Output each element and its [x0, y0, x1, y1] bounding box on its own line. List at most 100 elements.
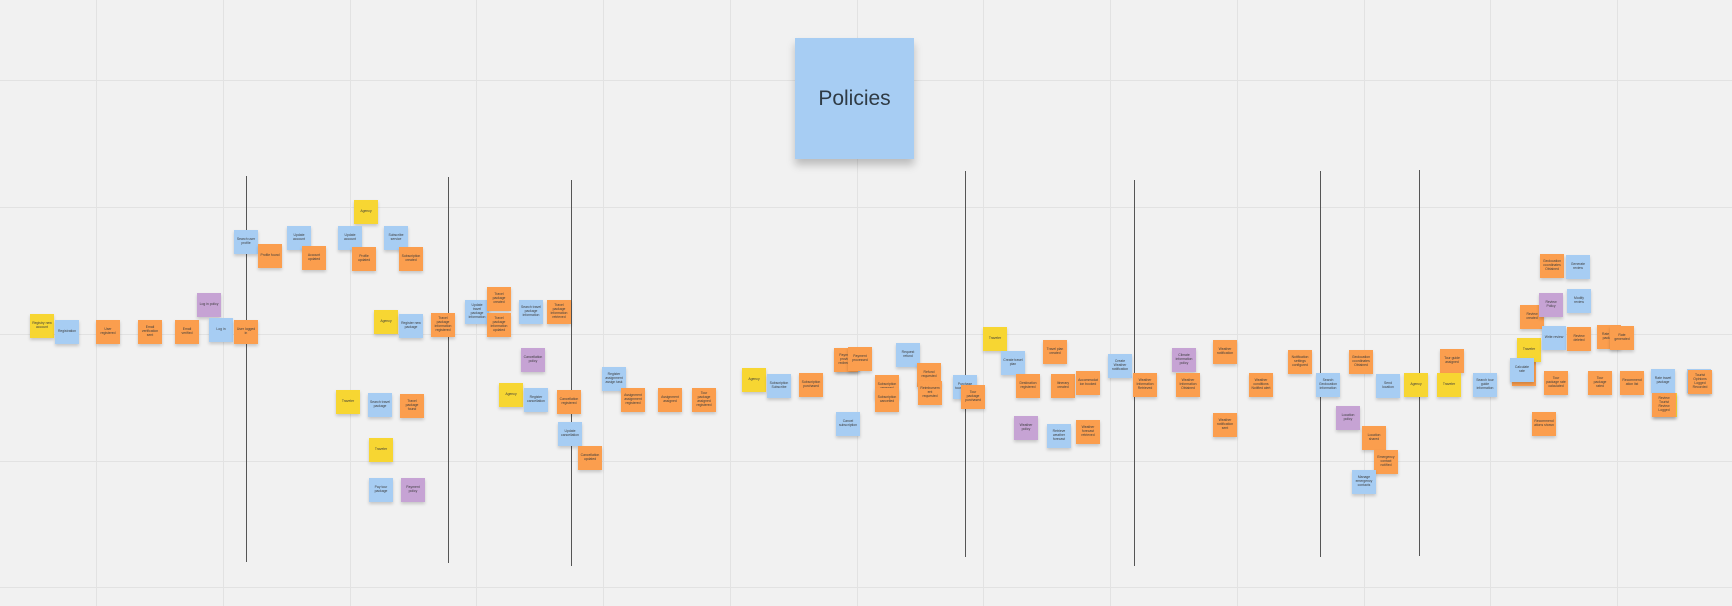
yellow-sticky-note[interactable]: Agency	[374, 310, 398, 334]
orange-sticky-note[interactable]: User registered	[96, 320, 120, 344]
blue-sticky-note[interactable]: Rate travel package	[1651, 369, 1675, 393]
orange-sticky-note[interactable]: Tour package rate calculated	[1544, 371, 1568, 395]
blue-sticky-note[interactable]: Register new package	[399, 314, 423, 338]
section-divider[interactable]	[571, 180, 572, 566]
blue-sticky-note[interactable]: Subscribe service	[384, 226, 408, 250]
yellow-sticky-note[interactable]: Traveler	[983, 327, 1007, 351]
yellow-sticky-note[interactable]: Agency	[1404, 373, 1428, 397]
yellow-sticky-note[interactable]: Traveler	[336, 390, 360, 414]
orange-sticky-note[interactable]: Itinerary created	[1051, 374, 1075, 398]
blue-sticky-note[interactable]: Retrieve weather forecast	[1047, 424, 1071, 448]
orange-sticky-note[interactable]: Review Tourist Review Logged	[1652, 393, 1676, 417]
section-divider[interactable]	[246, 176, 247, 562]
purple-sticky-note[interactable]: Climate information policy	[1172, 348, 1196, 372]
orange-sticky-note[interactable]: Profile updated	[352, 247, 376, 271]
orange-sticky-note[interactable]: Email verification sent	[138, 320, 162, 344]
blue-sticky-note[interactable]: Register cancellation	[524, 388, 548, 412]
orange-sticky-note[interactable]: Tour package assigned registered	[692, 388, 716, 412]
orange-sticky-note[interactable]: Weather conditions Notified alert	[1249, 373, 1273, 397]
blue-sticky-note[interactable]: Update account	[338, 226, 362, 250]
orange-sticky-note[interactable]: Travel plan created	[1043, 340, 1067, 364]
orange-sticky-note[interactable]: Emergency contact notified	[1374, 450, 1398, 474]
yellow-sticky-note[interactable]: Traveler	[369, 438, 393, 462]
blue-sticky-note[interactable]: Send location	[1376, 374, 1400, 398]
section-divider[interactable]	[448, 177, 449, 563]
orange-sticky-note[interactable]: Profile found	[258, 244, 282, 268]
orange-sticky-note[interactable]: Recommendation list	[1620, 371, 1644, 395]
orange-sticky-note[interactable]: Geolocation coordinates Obtained	[1349, 350, 1373, 374]
orange-sticky-note[interactable]: Tour package rated	[1588, 371, 1612, 395]
section-divider[interactable]	[965, 171, 966, 557]
blue-sticky-note[interactable]: Calculate rate	[1510, 358, 1534, 382]
blue-sticky-note[interactable]: Update cancellation	[558, 422, 582, 446]
yellow-sticky-note[interactable]: Agency	[354, 200, 378, 224]
purple-sticky-note[interactable]: Cancellation policy	[521, 348, 545, 372]
blue-sticky-note[interactable]: Generate review	[1566, 255, 1590, 279]
orange-sticky-note[interactable]: Recommendations shown	[1532, 412, 1556, 436]
orange-sticky-note[interactable]: Travel package created	[487, 287, 511, 311]
yellow-sticky-note[interactable]: Registry new account	[30, 314, 54, 338]
blue-sticky-note[interactable]: Write review	[1542, 326, 1566, 350]
orange-sticky-note[interactable]: Subscription cancelled	[875, 388, 899, 412]
orange-sticky-note[interactable]: Payment processed	[848, 347, 872, 371]
orange-sticky-note[interactable]: Tour guide assigned	[1440, 349, 1464, 373]
section-divider[interactable]	[1419, 170, 1420, 556]
policies-title-sticky[interactable]: Policies	[795, 38, 914, 159]
orange-sticky-note[interactable]: Weather forecast retrieved	[1076, 420, 1100, 444]
blue-sticky-note[interactable]: Update travel package information	[465, 300, 489, 324]
blue-sticky-note[interactable]: Create travel plan	[1001, 351, 1025, 375]
orange-sticky-note[interactable]: Weather notification sent	[1213, 413, 1237, 437]
purple-sticky-note[interactable]: Log in policy	[197, 293, 221, 317]
orange-sticky-note[interactable]: Rate generated	[1610, 326, 1634, 350]
orange-sticky-note[interactable]: Account updated	[302, 246, 326, 270]
orange-sticky-note[interactable]: Reimbursement requested	[918, 381, 942, 405]
blue-sticky-note[interactable]: Modify review	[1567, 289, 1591, 313]
orange-sticky-note[interactable]: Email verified	[175, 320, 199, 344]
blue-sticky-note[interactable]: Registration	[55, 320, 79, 344]
orange-sticky-note[interactable]: Cancellation updated	[578, 446, 602, 470]
orange-sticky-note[interactable]: Weather Information Retrieved	[1133, 373, 1157, 397]
blue-sticky-note[interactable]: Search travel package information	[519, 300, 543, 324]
orange-sticky-note[interactable]: Travel package information updated	[487, 313, 511, 337]
blue-sticky-note[interactable]: Cancel subscription	[836, 412, 860, 436]
yellow-sticky-note[interactable]: Agency	[499, 383, 523, 407]
orange-sticky-note[interactable]: Travel package information retrieved	[547, 300, 571, 324]
purple-sticky-note[interactable]: Payment policy	[401, 478, 425, 502]
yellow-sticky-note[interactable]: Agency	[742, 368, 766, 392]
orange-sticky-note[interactable]: Tourist Opinions Logged Recorded	[1688, 370, 1712, 394]
blue-sticky-note[interactable]: Search travel package	[368, 393, 392, 417]
purple-sticky-note[interactable]: Weather policy	[1014, 416, 1038, 440]
orange-sticky-note[interactable]: Travel package information registered	[431, 313, 455, 337]
orange-sticky-note[interactable]: User logged in	[234, 320, 258, 344]
orange-sticky-note[interactable]: Weather Information Obtained	[1176, 373, 1200, 397]
yellow-sticky-note[interactable]: Traveler	[1437, 373, 1461, 397]
orange-sticky-note[interactable]: Tour package purchased	[961, 385, 985, 409]
blue-sticky-note[interactable]: Search Geolocation information	[1316, 373, 1340, 397]
orange-sticky-note[interactable]: Accommodation booked	[1076, 371, 1100, 395]
orange-sticky-note[interactable]: Destination registered	[1016, 374, 1040, 398]
blue-sticky-note[interactable]: Search user profile	[234, 230, 258, 254]
blue-sticky-note[interactable]: Request refund	[896, 343, 920, 367]
orange-sticky-note[interactable]: Travel package found	[400, 394, 424, 418]
orange-sticky-note[interactable]: Subscription created	[399, 247, 423, 271]
blue-sticky-note[interactable]: Log in	[209, 318, 233, 342]
blue-sticky-note[interactable]: Search tour guide information	[1473, 373, 1497, 397]
purple-sticky-note[interactable]: Location policy	[1336, 406, 1360, 430]
orange-sticky-note[interactable]: Geolocation coordinates Obtained	[1540, 254, 1564, 278]
orange-sticky-note[interactable]: Notification settings configured	[1288, 350, 1312, 374]
section-divider[interactable]	[1320, 171, 1321, 557]
orange-sticky-note[interactable]: Review deleted	[1567, 327, 1591, 351]
blue-sticky-note[interactable]: Manage emergency contacts	[1352, 470, 1376, 494]
orange-sticky-note[interactable]: Location shared	[1362, 426, 1386, 450]
blue-sticky-note[interactable]: Create Weather notification	[1108, 354, 1132, 378]
blue-sticky-note[interactable]: Register assignment assign task	[602, 367, 626, 391]
orange-sticky-note[interactable]: Weather notification	[1213, 340, 1237, 364]
orange-sticky-note[interactable]: Cancellation registered	[557, 390, 581, 414]
orange-sticky-note[interactable]: Assignment assignment registered	[621, 388, 645, 412]
orange-sticky-note[interactable]: Assignment assigned	[658, 388, 682, 412]
blue-sticky-note[interactable]: Subscription Subscribe	[767, 374, 791, 398]
blue-sticky-note[interactable]: Pay tour package	[369, 478, 393, 502]
orange-sticky-note[interactable]: Subscription purchased	[799, 373, 823, 397]
purple-sticky-note[interactable]: Review Policy	[1539, 293, 1563, 317]
